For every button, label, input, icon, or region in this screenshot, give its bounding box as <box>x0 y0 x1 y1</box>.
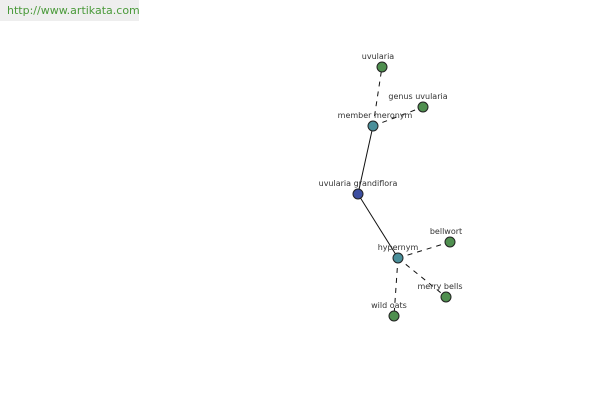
node-dot-wild-oats[interactable] <box>388 310 400 322</box>
node-hypernym[interactable]: hypernym <box>378 243 419 264</box>
node-label-center: uvularia grandiflora <box>319 179 398 188</box>
node-center[interactable]: uvularia grandiflora <box>319 179 398 200</box>
edge-center-to-member_meronym <box>357 125 374 195</box>
node-dot-bellwort[interactable] <box>444 236 456 248</box>
node-dot-center[interactable] <box>352 188 364 200</box>
node-label-merry-bells: merry bells <box>417 282 462 291</box>
node-dot-merry-bells[interactable] <box>440 291 452 303</box>
edge-hypernym-to-merry_bells <box>397 257 447 298</box>
node-genus-uvularia[interactable]: genus uvularia <box>388 92 448 113</box>
node-label-genus-uvularia: genus uvularia <box>388 92 447 101</box>
nodes-layer: uvularia grandiflora member meronym hypern… <box>319 52 463 322</box>
node-label-uvularia: uvularia <box>362 52 395 61</box>
node-member-meronym[interactable]: member meronym <box>338 111 413 132</box>
node-label-hypernym: hypernym <box>378 243 419 252</box>
source-url-banner[interactable]: http://www.artikata.com <box>0 0 140 21</box>
node-dot-hypernym[interactable] <box>392 252 404 264</box>
node-wild-oats[interactable]: wild oats <box>371 301 407 322</box>
node-label-bellwort: bellwort <box>430 227 462 236</box>
node-dot-member-meronym[interactable] <box>367 120 379 132</box>
edges-layer <box>357 66 451 317</box>
node-merry-bells[interactable]: merry bells <box>417 282 463 303</box>
edge-center-to-hypernym <box>357 193 399 259</box>
node-uvularia[interactable]: uvularia <box>362 52 395 73</box>
node-dot-genus-uvularia[interactable] <box>417 101 429 113</box>
node-label-wild-oats: wild oats <box>371 301 407 310</box>
edge-member_meronym-to-genus_uvularia <box>372 106 424 127</box>
node-bellwort[interactable]: bellwort <box>430 227 462 248</box>
node-dot-uvularia[interactable] <box>376 61 388 73</box>
node-label-member-meronym: member meronym <box>338 111 413 120</box>
